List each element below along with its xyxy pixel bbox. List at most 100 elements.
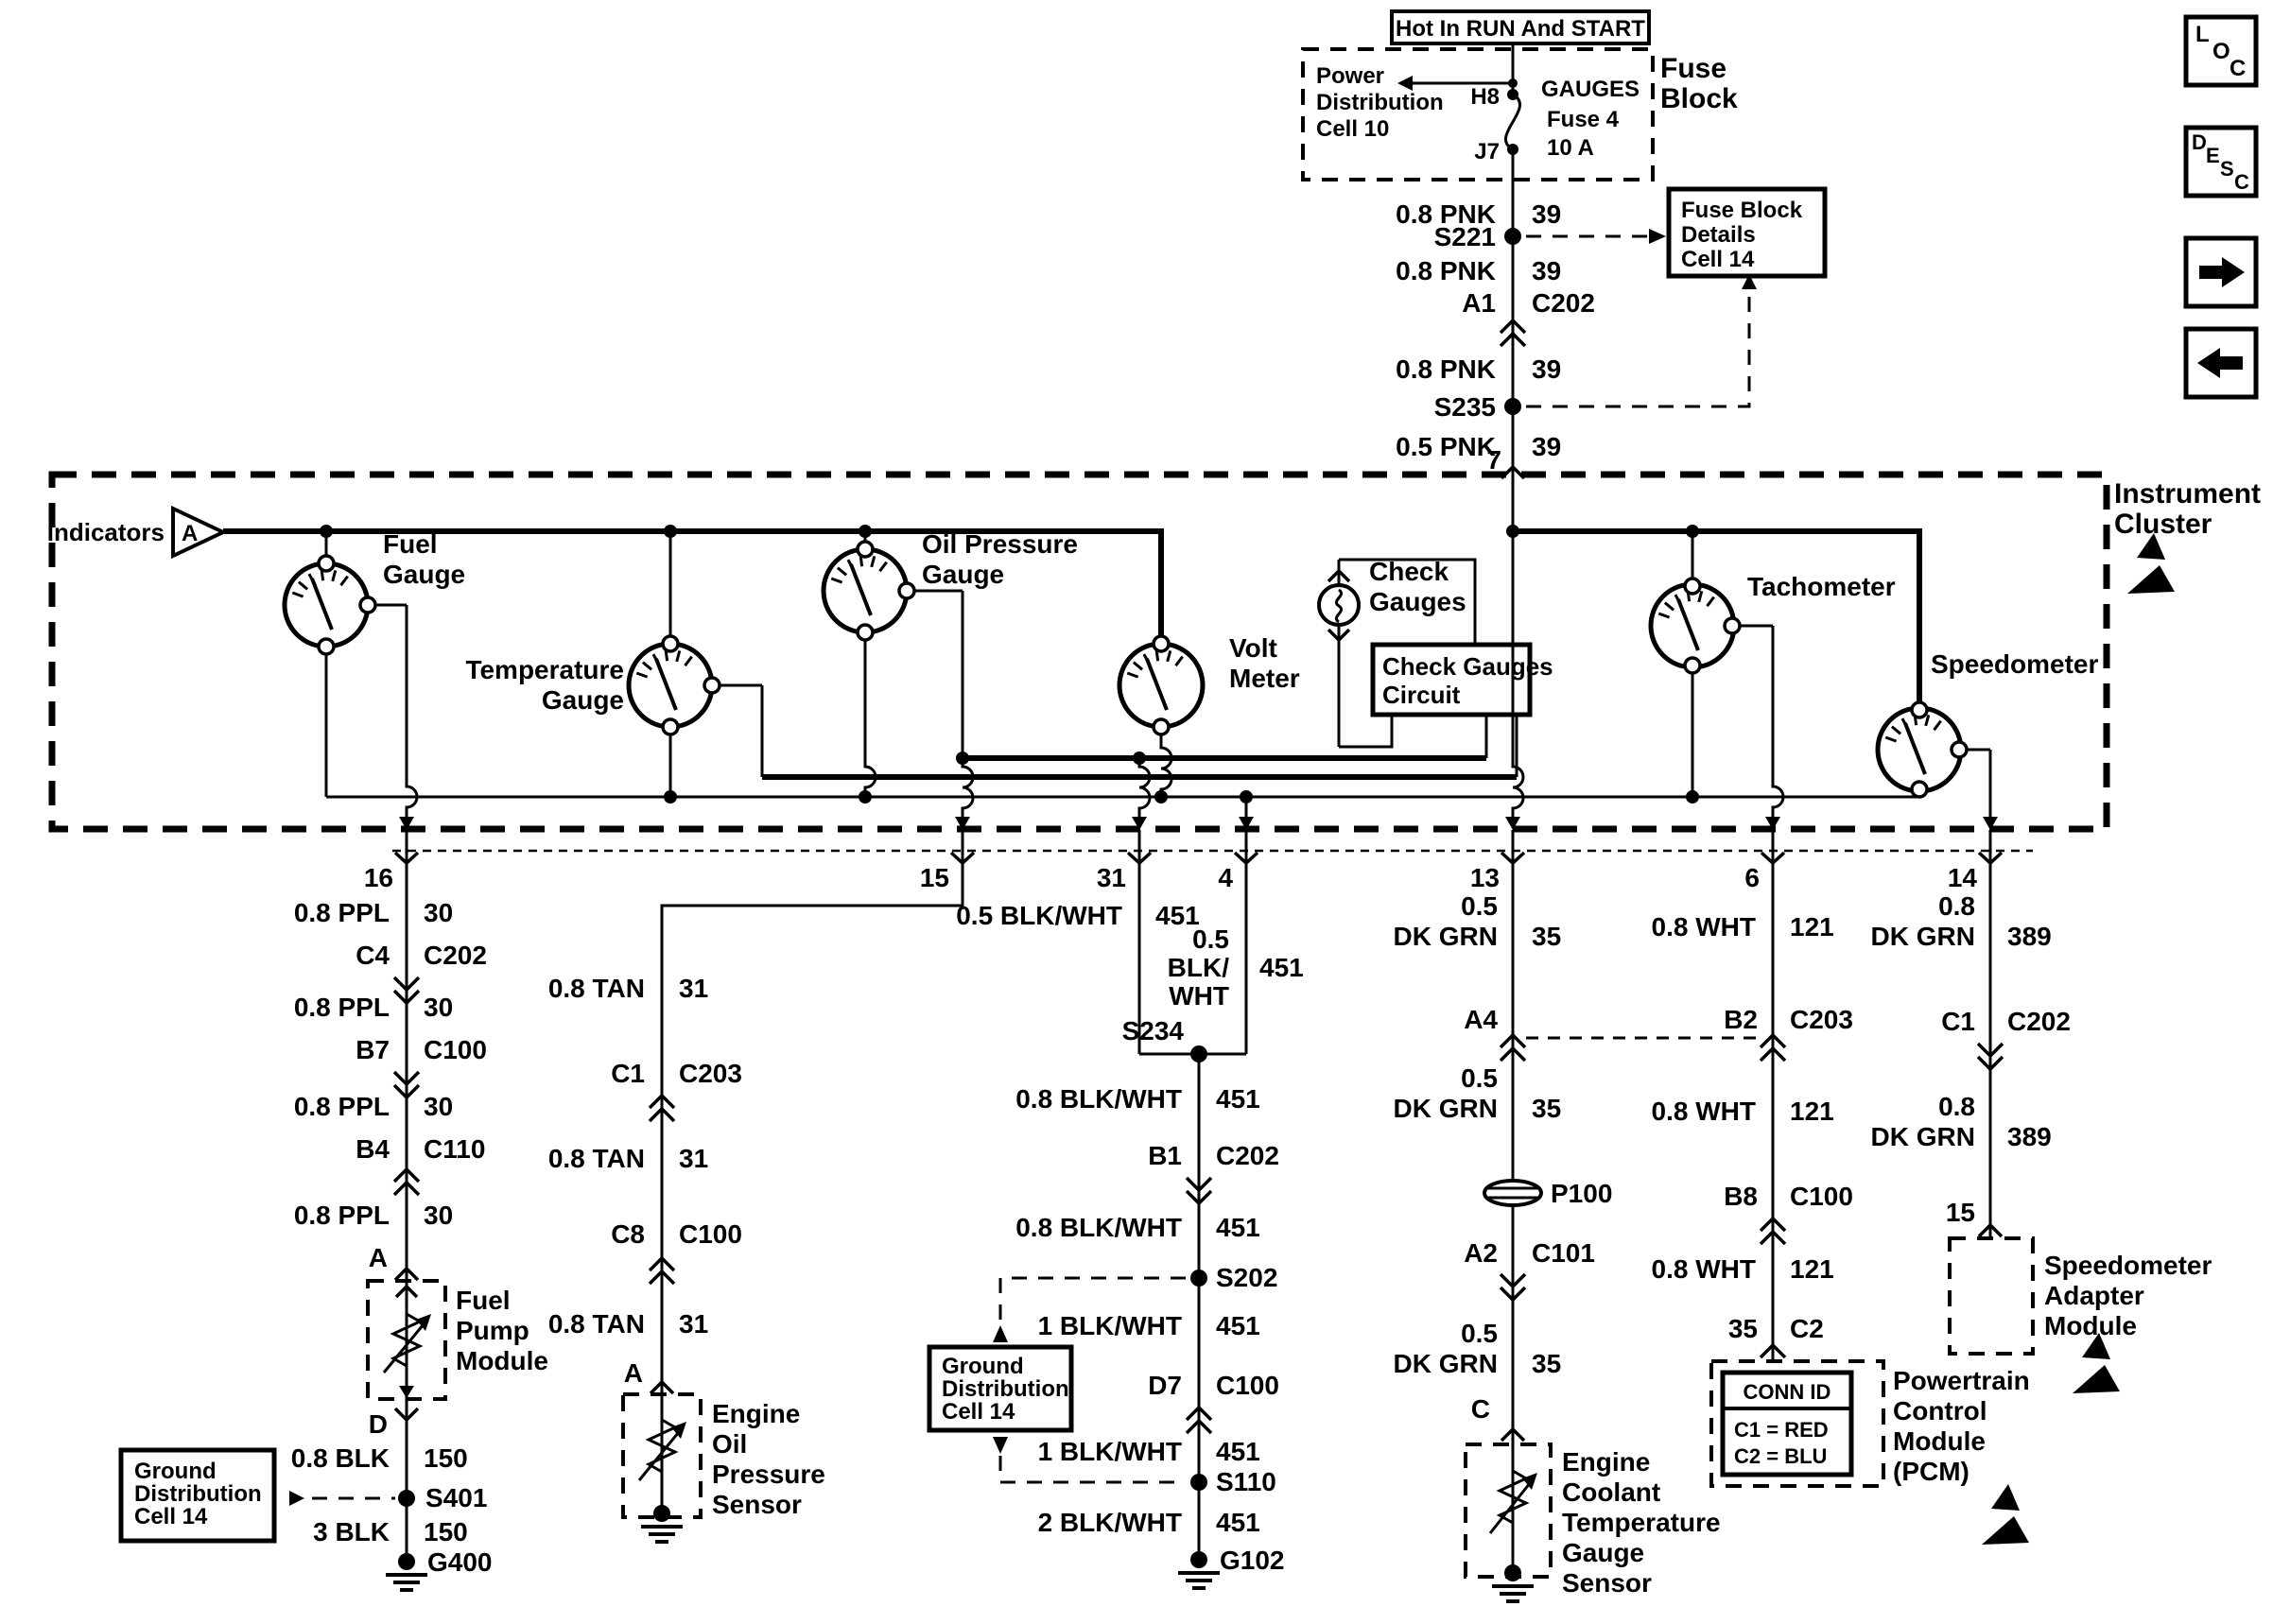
- fuse-block-details-ref[interactable]: Fuse Block Details Cell 14: [1666, 186, 1828, 279]
- oil-gauge-label-1: Oil Pressure: [922, 529, 1078, 559]
- ects-label-2: Coolant: [1562, 1477, 1660, 1507]
- temp-gauge-label-2: Gauge: [542, 685, 624, 715]
- svg-text:Distribution: Distribution: [134, 1481, 262, 1507]
- c6-c202: C202: [2007, 1007, 2071, 1036]
- svg-text:Details: Details: [1681, 222, 1756, 248]
- c1-w8-l: 0.8 BLK: [291, 1443, 390, 1473]
- eops-label-3: Pressure: [712, 1460, 825, 1489]
- svg-text:Cell 14: Cell 14: [942, 1399, 1015, 1425]
- c5-w1-r: 121: [1790, 912, 1834, 942]
- fuse-number: Fuse 4: [1547, 107, 1620, 132]
- ground-g102-label: G102: [1220, 1546, 1285, 1575]
- c1-w9-l: 3 BLK: [313, 1517, 390, 1546]
- c3-w3-l: 1 BLK/WHT: [1038, 1311, 1182, 1340]
- c1-w5-l: B4: [356, 1134, 390, 1164]
- cluster-title-2: Cluster: [2114, 509, 2212, 540]
- pin-4: 4: [1218, 863, 1233, 892]
- c6-c1: C1: [1941, 1007, 1975, 1036]
- desc-letter-c: C: [2234, 170, 2249, 194]
- feed-conn-name: C202: [1532, 288, 1595, 318]
- pin-16: 16: [364, 863, 393, 892]
- nav-forward-button[interactable]: [2183, 235, 2259, 309]
- svg-text:Cell 10: Cell 10: [1316, 116, 1389, 142]
- cluster-pin-7: 7: [1486, 445, 1501, 475]
- c5-w2-l: 0.8 WHT: [1652, 1097, 1756, 1126]
- indicators-label: Indicators: [47, 518, 165, 546]
- left-arrow-icon: [2197, 348, 2243, 378]
- feed-conn-pin: A1: [1462, 288, 1496, 318]
- c3-w3-r: 451: [1216, 1311, 1260, 1340]
- c3-b1: B1: [1148, 1141, 1182, 1170]
- ground-g102-icon: [1176, 1549, 1222, 1590]
- pin-15: 15: [920, 863, 949, 892]
- nav-loc-button[interactable]: L O C: [2183, 14, 2259, 88]
- svg-text:Cell 14: Cell 14: [1681, 247, 1755, 272]
- c3-w2-r: 451: [1216, 1213, 1260, 1242]
- nav-desc-button[interactable]: D E S C: [2183, 125, 2259, 199]
- oil-gauge-label-2: Gauge: [922, 560, 1004, 589]
- c1-w8-r: 150: [424, 1443, 468, 1473]
- pcm-label-2: Control: [1893, 1396, 1987, 1425]
- grommet-p100-icon: [1483, 1179, 1543, 1207]
- check-gauges-circuit-box: Check Gauges Circuit: [1370, 642, 1553, 777]
- c4-w2-r: 35: [1532, 1094, 1561, 1123]
- fuel-gauge-label-1: Fuel: [383, 529, 438, 559]
- esd-icon-pcm: [1982, 1484, 2029, 1545]
- svg-text:Cell 14: Cell 14: [134, 1504, 208, 1529]
- c4-w1-a: 0.5: [1461, 891, 1498, 921]
- desc-letter-e: E: [2206, 144, 2220, 167]
- fuse-pin-j7: J7: [1474, 139, 1500, 164]
- splice-s221: [1504, 228, 1521, 245]
- c6-w2-a: 0.8: [1938, 1092, 1975, 1121]
- pin-6: 6: [1744, 863, 1760, 892]
- c1-w4-r: 30: [424, 1092, 453, 1121]
- check-gauges-label-2: Gauges: [1369, 587, 1466, 616]
- c5-c2: C2: [1790, 1314, 1824, 1343]
- volt-meter-icon: Volt Meter: [1119, 633, 1300, 736]
- power-distribution-ref[interactable]: Power Distribution Cell 10: [1316, 63, 1444, 142]
- c2-w2-r: 31: [679, 1144, 708, 1173]
- column-coolant-sender: 0.5 DK GRN 35 A4 0.5 DK GRN 35 P100 A2 C…: [1394, 830, 1759, 1603]
- conn-id-row-2: C2 = BLU: [1734, 1444, 1827, 1468]
- svg-text:Distribution: Distribution: [1316, 90, 1444, 115]
- column-fuel-sender: 0.8 PPL 30 C4 C202 0.8 PPL 30 B7 C100 0.…: [118, 830, 548, 1592]
- desc-letter-d: D: [2192, 130, 2207, 154]
- ects-label-1: Engine: [1562, 1447, 1650, 1477]
- hot-in-run-box: Hot In RUN And START: [1390, 9, 1651, 45]
- splice-s202-label: S202: [1216, 1263, 1277, 1292]
- sam-label-2: Adapter: [2044, 1281, 2144, 1310]
- splice-s235-label: S235: [1434, 392, 1496, 422]
- ground-distribution-ref-1[interactable]: Ground Distribution Cell 14: [118, 1447, 277, 1544]
- splice-s202: [1190, 1270, 1207, 1287]
- c4-w1-b: DK GRN: [1394, 922, 1498, 951]
- splice-s234: [1190, 1045, 1207, 1063]
- c3-w1-l: 0.8 BLK/WHT: [1015, 1084, 1182, 1114]
- pcm-label-1: Powertrain: [1893, 1366, 2030, 1395]
- right-arrow-icon: [2199, 257, 2245, 287]
- speedometer-adapter-module: Speedometer Adapter Module: [1948, 1236, 2212, 1393]
- c3-w31-r: 451: [1155, 901, 1200, 930]
- ground-distribution-ref-2[interactable]: Ground Distribution Cell 14: [927, 1344, 1074, 1433]
- c1-pin-a: A: [369, 1243, 388, 1272]
- c5-c203: C203: [1790, 1005, 1853, 1034]
- sam-label-1: Speedometer: [2044, 1251, 2212, 1280]
- feed-w1-right: 39: [1532, 199, 1561, 229]
- hot-in-run-label: Hot In RUN And START: [1396, 16, 1645, 42]
- temp-gauge-label-1: Temperature: [465, 655, 624, 684]
- splice-s110: [1190, 1474, 1207, 1491]
- c1-w4-l: 0.8 PPL: [294, 1092, 390, 1121]
- c5-w2-r: 121: [1790, 1097, 1834, 1126]
- desc-letter-s: S: [2220, 157, 2234, 181]
- c4-w2-a: 0.5: [1461, 1063, 1498, 1093]
- c3-w2-l: 0.8 BLK/WHT: [1015, 1213, 1182, 1242]
- c3-w4-2: BLK/: [1168, 953, 1230, 982]
- fpm-label-3: Module: [456, 1346, 548, 1375]
- c5-c100: C100: [1790, 1182, 1853, 1211]
- splice-s221-label: S221: [1434, 222, 1496, 251]
- c3-w5-r: 451: [1216, 1437, 1260, 1466]
- c6-w1-b: DK GRN: [1871, 922, 1975, 951]
- check-gauges-lamp: Check Gauges: [1317, 557, 1477, 749]
- c4-c101: C101: [1532, 1238, 1595, 1268]
- nav-back-button[interactable]: [2183, 326, 2259, 400]
